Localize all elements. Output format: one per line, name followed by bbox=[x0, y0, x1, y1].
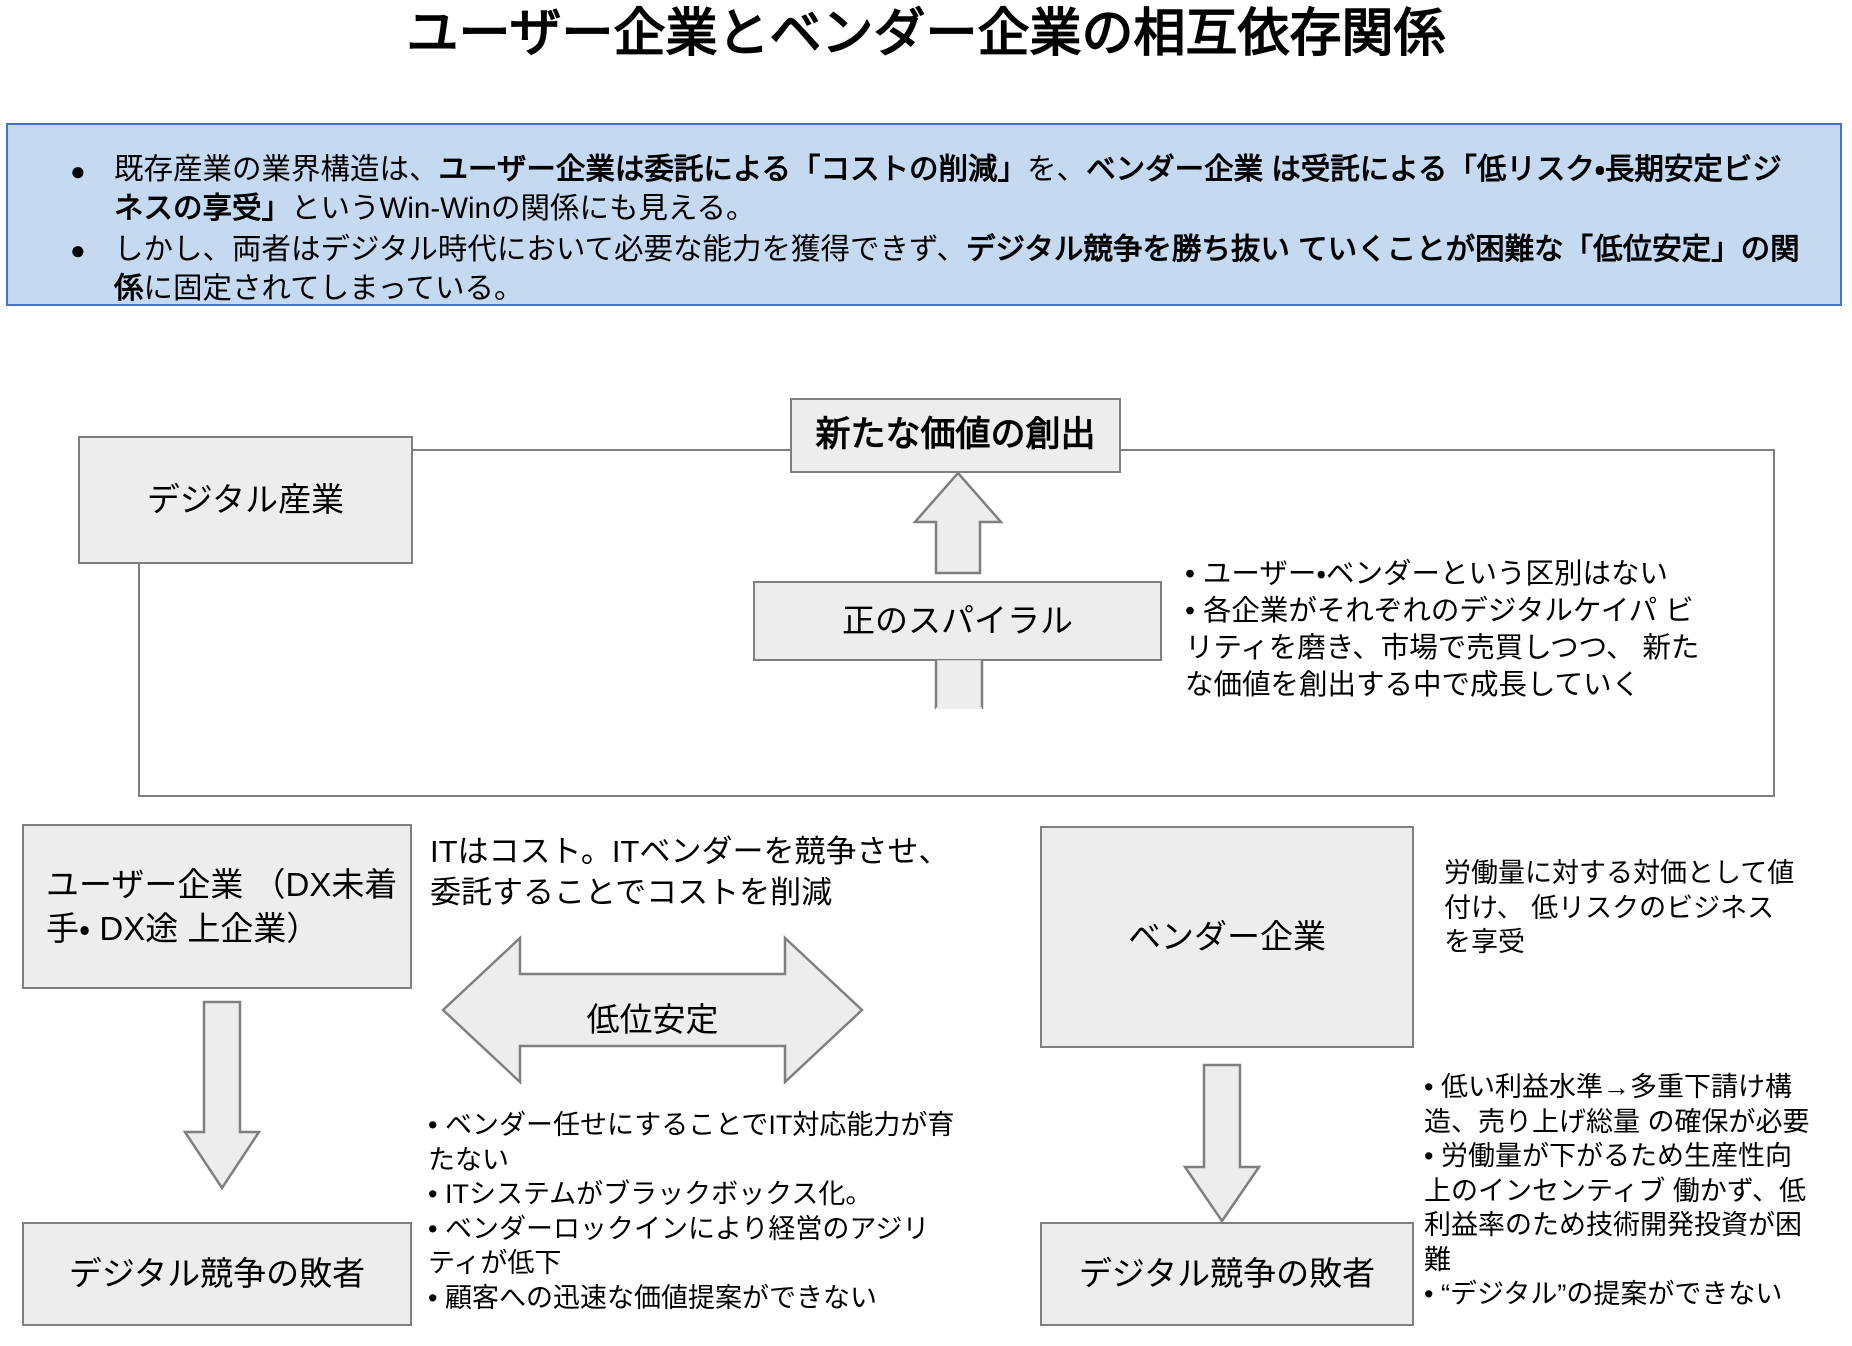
box-new-value-creation[interactable]: 新たな価値の創出 bbox=[790, 398, 1121, 473]
up-arrow-spiral-to-value-icon bbox=[912, 471, 1004, 575]
up-arrow-stem-lower-icon bbox=[934, 659, 984, 709]
box-digital-industry[interactable]: デジタル産業 bbox=[78, 436, 413, 564]
loop-line-right-vertical bbox=[1773, 449, 1775, 797]
box-user-company[interactable]: ユーザー企業 （DX未着手・ DX途 上企業） bbox=[22, 824, 412, 989]
summary-bullet-1: ● 既存産業の業界構造は、ユーザー企業は委託による「コストの削減」を、ベンダー企… bbox=[42, 151, 1806, 229]
label-low-stability: 低位安定 bbox=[586, 1001, 719, 1038]
bullet-icon: ● bbox=[70, 235, 86, 266]
note-vendor-value: 労働量に対する対価として値 付け、 低リスクのビジネス を享受 bbox=[1444, 858, 1795, 958]
loop-line-top-left bbox=[411, 449, 792, 451]
note-positive-spiral: • ユーザー・ベンダーという区別はない • 各企業がそれぞれのデジタルケイパ ビ… bbox=[1185, 558, 1700, 702]
summary-bullet-2: ● しかし、両者はデジタル時代において必要な能力を獲得できず、デジタル競争を勝ち… bbox=[42, 231, 1806, 309]
summary-bullet-2-text: しかし、両者はデジタル時代において必要な能力を獲得できず、デジタル競争を勝ち抜い… bbox=[114, 232, 1800, 305]
box-user-loser[interactable]: デジタル競争の敗者 bbox=[22, 1222, 412, 1326]
note-user-drawbacks: • ベンダー任せにすることでIT対応能力が育 たない • ITシステムがブラック… bbox=[428, 1110, 955, 1313]
note-vendor-drawbacks: • 低い利益水準→多重下請け構 造、売り上げ総量 の確保が必要 • 労働量が下が… bbox=[1424, 1072, 1810, 1310]
summary-callout: ● 既存産業の業界構造は、ユーザー企業は委託による「コストの削減」を、ベンダー企… bbox=[6, 123, 1842, 306]
down-arrow-user-icon bbox=[182, 1000, 262, 1190]
note-it-cost: ITはコスト。ITベンダーを競争させ、 委託することでコストを削減 bbox=[430, 834, 950, 910]
down-arrow-vendor-icon bbox=[1182, 1063, 1262, 1223]
summary-bullet-1-text: 既存産業の業界構造は、ユーザー企業は委託による「コストの削減」を、ベンダー企業 … bbox=[114, 153, 1782, 225]
box-vendor-loser[interactable]: デジタル競争の敗者 bbox=[1040, 1222, 1414, 1326]
bullet-icon: ● bbox=[70, 155, 86, 186]
box-vendor-company[interactable]: ベンダー企業 bbox=[1040, 826, 1414, 1048]
loop-line-left-vertical bbox=[138, 563, 140, 797]
summary-bullet-list: ● 既存産業の業界構造は、ユーザー企業は委託による「コストの削減」を、ベンダー企… bbox=[8, 125, 1840, 309]
bidirectional-arrow-low-stability-icon bbox=[441, 935, 864, 1085]
loop-line-top-right bbox=[1119, 449, 1775, 451]
box-positive-spiral[interactable]: 正のスパイラル bbox=[753, 581, 1162, 661]
loop-line-bottom bbox=[138, 795, 1775, 797]
page-title: ユーザー企業とベンダー企業の相互依存関係 bbox=[406, 5, 1446, 63]
